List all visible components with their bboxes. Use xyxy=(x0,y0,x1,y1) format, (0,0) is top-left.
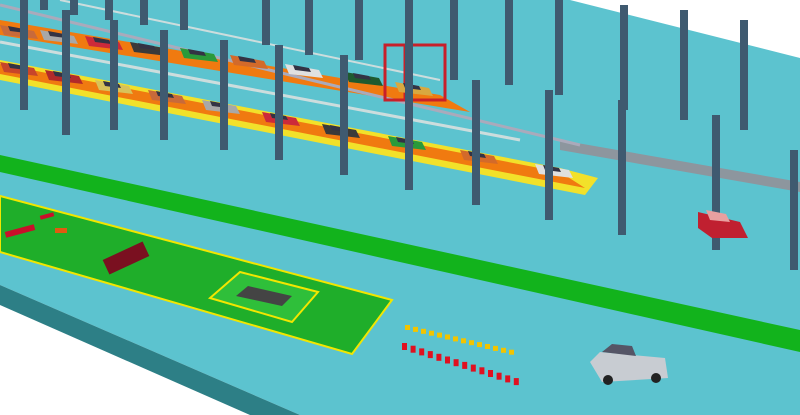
support-column xyxy=(160,30,168,140)
support-column xyxy=(220,40,228,150)
support-column xyxy=(712,115,720,250)
support-column xyxy=(505,0,513,85)
support-column xyxy=(140,0,148,25)
support-column xyxy=(555,0,563,95)
support-column xyxy=(450,0,458,80)
marker-red-3 xyxy=(55,228,67,233)
support-column xyxy=(618,100,626,235)
car xyxy=(285,64,323,78)
floor-marker xyxy=(427,351,433,359)
floor-marker xyxy=(488,370,493,377)
floor-marker xyxy=(496,372,502,380)
support-column xyxy=(62,10,70,135)
floor-marker xyxy=(410,345,416,353)
support-column xyxy=(275,45,283,160)
floor-marker xyxy=(509,349,514,355)
floor-marker xyxy=(429,330,434,336)
support-column xyxy=(545,90,553,220)
marker-red-4 xyxy=(102,241,150,275)
support-column xyxy=(340,55,348,175)
support-column xyxy=(620,5,628,110)
marker-red-1 xyxy=(4,224,36,238)
floor-marker xyxy=(505,375,511,383)
floor-marker xyxy=(413,326,418,332)
green-strip xyxy=(0,155,800,352)
floor-marker xyxy=(470,364,476,372)
support-column xyxy=(680,10,688,120)
silver-pickup-truck xyxy=(590,344,668,385)
car xyxy=(345,72,383,86)
floor-marker xyxy=(462,361,468,369)
floor-marker xyxy=(436,353,442,361)
floor-marker xyxy=(479,367,485,375)
support-column xyxy=(355,0,363,60)
floor-marker xyxy=(421,328,426,334)
floor-side-edge xyxy=(0,285,300,415)
support-column xyxy=(70,0,78,15)
floor-marker xyxy=(477,342,482,348)
support-column xyxy=(790,150,798,270)
floor-marker xyxy=(513,378,519,386)
floor-marker xyxy=(493,345,498,351)
floor-marker xyxy=(445,356,450,364)
floor-marker xyxy=(453,336,458,342)
floor-marker xyxy=(461,338,466,344)
support-column xyxy=(110,20,118,130)
floor-marker xyxy=(485,344,490,349)
floor-marker xyxy=(402,343,407,350)
overhead-rail-1 xyxy=(0,3,581,147)
floor-marker xyxy=(469,340,474,346)
floor-marker xyxy=(419,348,425,356)
overhead-rail-3 xyxy=(59,0,441,81)
support-column xyxy=(40,0,48,10)
inspection-slot xyxy=(236,286,292,306)
support-column xyxy=(262,0,270,45)
car xyxy=(230,55,268,69)
support-column xyxy=(180,0,188,30)
floor-marker xyxy=(405,325,410,330)
floor-marker xyxy=(501,347,506,353)
floor-marker xyxy=(437,332,442,338)
floor-marker xyxy=(445,334,450,340)
car xyxy=(130,42,168,56)
support-column xyxy=(472,80,480,205)
conveyor-front-inner xyxy=(0,64,585,188)
overhead-rail-2 xyxy=(0,40,521,142)
support-column xyxy=(20,0,28,110)
support-column xyxy=(405,0,413,190)
car xyxy=(180,48,218,62)
support-column xyxy=(740,20,748,130)
support-column xyxy=(105,0,113,20)
floor-marker xyxy=(453,359,459,367)
marker-red-2 xyxy=(39,212,55,220)
support-column xyxy=(305,0,313,55)
red-car xyxy=(698,210,748,238)
